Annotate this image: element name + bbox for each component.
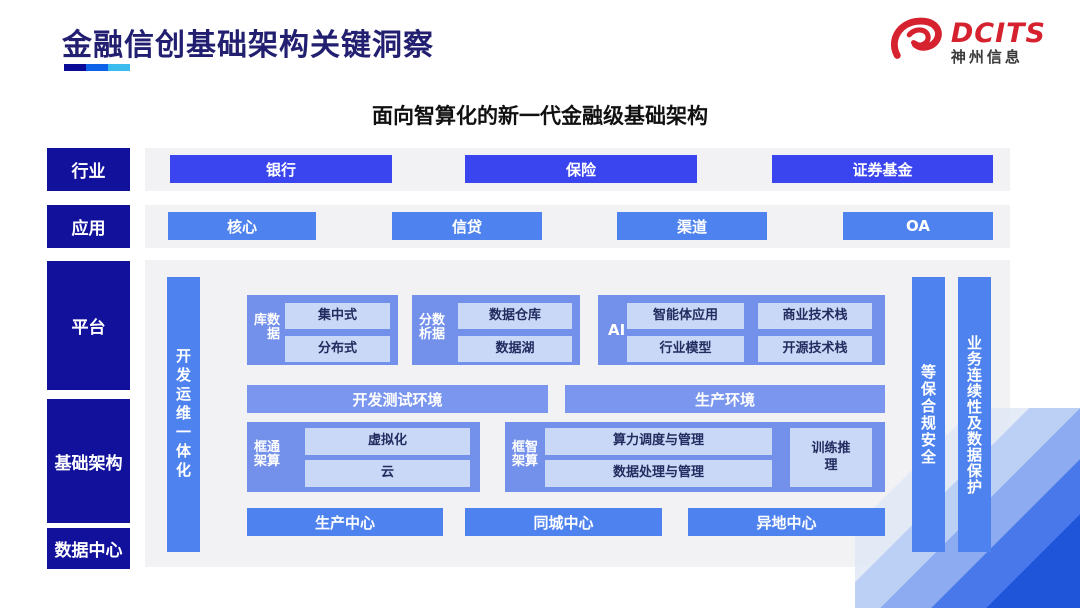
layer-label-platform: 平台 bbox=[47, 261, 130, 390]
page-title: 金融信创基础架构关键洞察 bbox=[62, 28, 434, 63]
box-data-lake: 数据湖 bbox=[458, 336, 572, 362]
underline-segment-light bbox=[108, 64, 130, 71]
center-same-city: 同城中心 bbox=[465, 508, 662, 536]
application-box-channel: 渠道 bbox=[617, 212, 767, 240]
underline-segment-blue bbox=[86, 64, 108, 71]
center-remote: 异地中心 bbox=[688, 508, 885, 536]
box-commercial-stack: 商业技术栈 bbox=[758, 303, 872, 329]
logo-company-text: 神州信息 bbox=[950, 47, 1023, 66]
bar-dev-test-env: 开发测试环境 bbox=[247, 385, 548, 413]
diagram-title: 面向智算化的新一代金融级基础架构 bbox=[372, 104, 708, 128]
box-open-source-stack: 开源技术栈 bbox=[758, 336, 872, 362]
devops-vertical-bar: 开发运维一体化 bbox=[167, 277, 200, 552]
box-agent-apps: 智能体应用 bbox=[627, 303, 744, 329]
group-intelligent-compute: 智算框架 算力调度与管理 数据处理与管理 训练推理 bbox=[505, 422, 885, 492]
group-data-analysis-label: 数据分析 bbox=[416, 312, 444, 341]
underline-segment-dark bbox=[64, 64, 86, 71]
box-training-inference: 训练推理 bbox=[790, 428, 872, 487]
group-database-label: 数据库 bbox=[251, 312, 279, 341]
box-industry-models: 行业模型 bbox=[627, 336, 744, 362]
group-ai-label: AI bbox=[608, 321, 626, 339]
center-production: 生产中心 bbox=[247, 508, 443, 536]
bar-production-env: 生产环境 bbox=[565, 385, 885, 413]
title-underline bbox=[64, 64, 130, 71]
box-virtualization: 虚拟化 bbox=[305, 428, 470, 455]
box-centralized: 集中式 bbox=[285, 303, 390, 329]
group-ai: AI 智能体应用 商业技术栈 行业模型 开源技术栈 bbox=[598, 295, 885, 365]
layer-label-application: 应用 bbox=[47, 205, 130, 248]
group-general-compute: 通算框架 虚拟化 云 bbox=[247, 422, 480, 492]
group-database: 数据库 集中式 分布式 bbox=[247, 295, 398, 365]
industry-box-insurance: 保险 bbox=[465, 155, 697, 183]
application-box-credit: 信贷 bbox=[392, 212, 542, 240]
box-distributed: 分布式 bbox=[285, 336, 390, 362]
swirl-logo-icon bbox=[890, 16, 943, 68]
application-box-core: 核心 bbox=[168, 212, 316, 240]
business-continuity-bar: 业务连续性及数据保护 bbox=[958, 277, 991, 552]
logo-brand-text: DCITS bbox=[950, 17, 1046, 49]
group-general-compute-label: 通算框架 bbox=[251, 439, 279, 468]
group-intelligent-compute-label: 智算框架 bbox=[509, 439, 537, 468]
layer-label-datacenter: 数据中心 bbox=[47, 528, 130, 569]
box-data-warehouse: 数据仓库 bbox=[458, 303, 572, 329]
industry-box-securities: 证券基金 bbox=[772, 155, 993, 183]
box-cloud: 云 bbox=[305, 460, 470, 487]
box-data-processing: 数据处理与管理 bbox=[545, 460, 772, 487]
security-compliance-bar: 等保合规安全 bbox=[912, 277, 945, 552]
layer-label-industry: 行业 bbox=[47, 148, 130, 191]
application-box-oa: OA bbox=[843, 212, 993, 240]
box-compute-scheduling: 算力调度与管理 bbox=[545, 428, 772, 455]
layer-label-infrastructure: 基础架构 bbox=[47, 399, 130, 523]
industry-box-bank: 银行 bbox=[170, 155, 392, 183]
company-logo: DCITS 神州信息 bbox=[890, 16, 1046, 68]
group-data-analysis: 数据分析 数据仓库 数据湖 bbox=[412, 295, 580, 365]
